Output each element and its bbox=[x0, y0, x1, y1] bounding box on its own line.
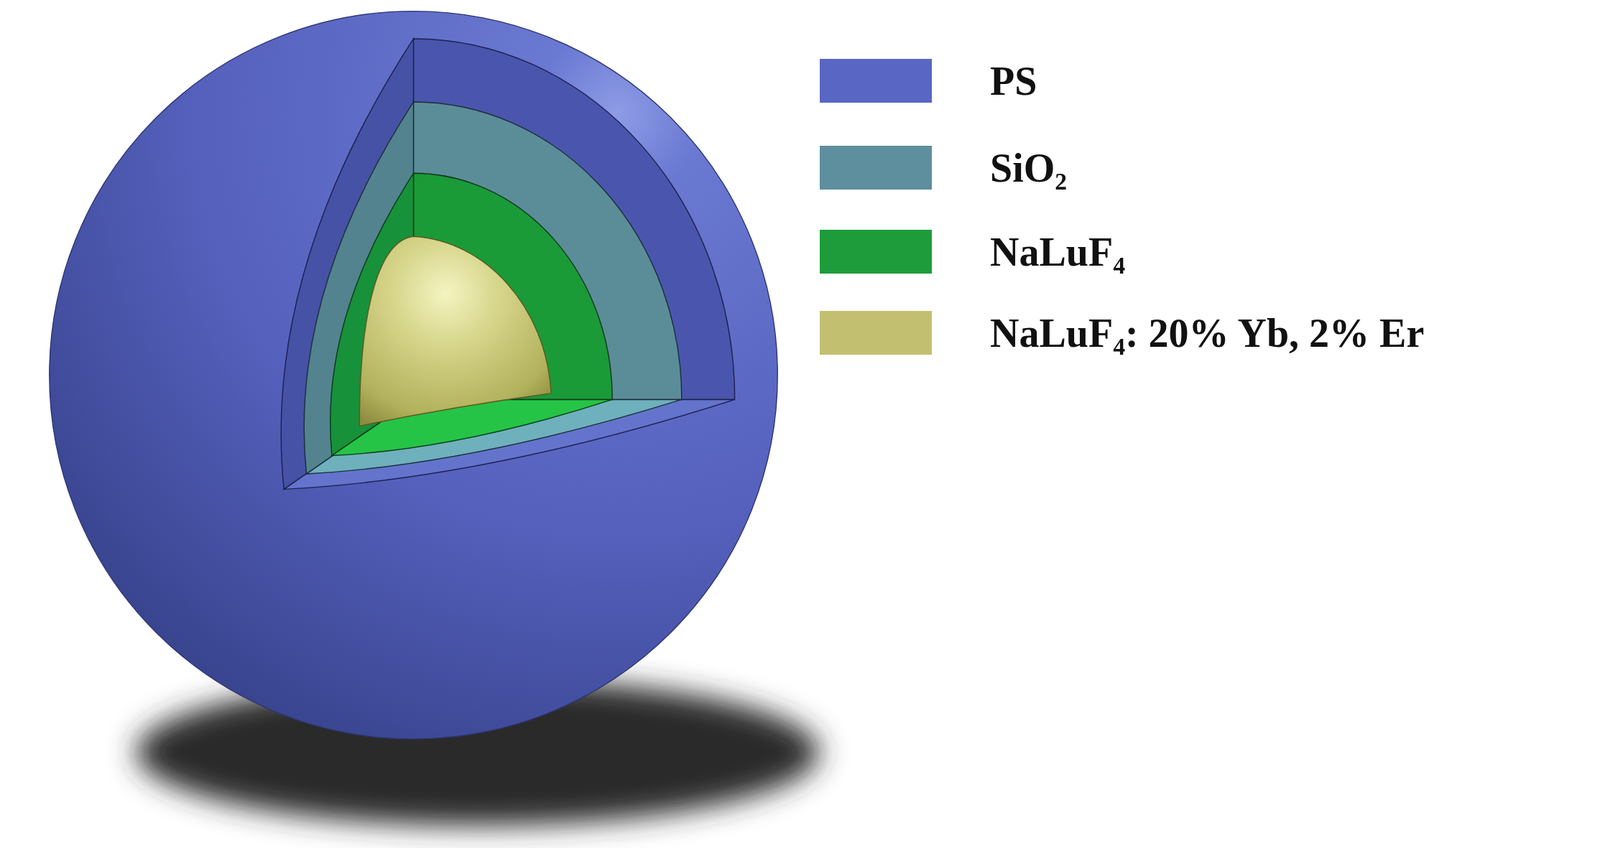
legend-swatch bbox=[819, 229, 932, 274]
legend-swatch bbox=[819, 58, 932, 103]
legend-label: NaLuF₄ bbox=[990, 232, 1126, 273]
legend-swatch bbox=[819, 311, 932, 355]
legend-entry: NaLuF₄: 20% Yb, 2% Er bbox=[819, 311, 1424, 355]
legend-entry: SiO₂ bbox=[819, 145, 1067, 190]
legend-label: PS bbox=[990, 61, 1037, 102]
legend-entry: PS bbox=[819, 58, 1037, 103]
legend-swatch bbox=[819, 145, 932, 190]
doped-core bbox=[359, 236, 552, 427]
legend-label: NaLuF₄: 20% Yb, 2% Er bbox=[990, 313, 1424, 354]
legend-entry: NaLuF₄ bbox=[819, 229, 1126, 274]
legend-label: SiO₂ bbox=[990, 148, 1067, 189]
ps-sphere bbox=[49, 11, 779, 741]
